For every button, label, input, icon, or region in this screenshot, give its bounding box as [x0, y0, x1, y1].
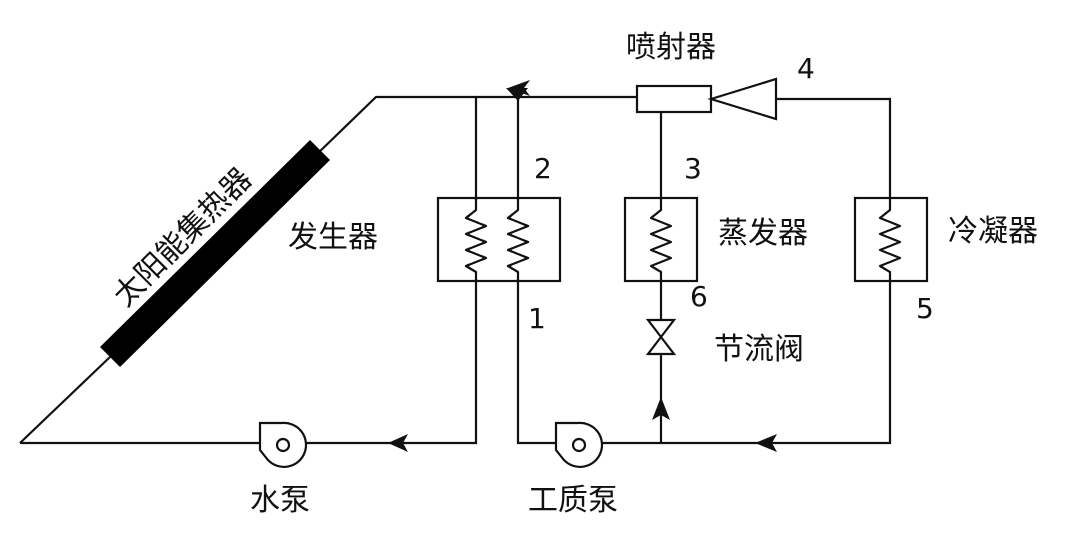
throttle-flow-arrow: [652, 397, 670, 420]
generator: 发生器: [288, 196, 562, 283]
generator-label: 发生器: [288, 220, 378, 255]
evaporator: 蒸发器: [623, 196, 808, 320]
collector-outlet-pipe: [19, 356, 111, 444]
throttle-valve-upper: [645, 318, 677, 339]
evaporator-coil: [649, 198, 673, 281]
working-fluid-pump: 工质泵: [528, 421, 618, 518]
throttle-valve: 节流阀: [645, 318, 804, 443]
water-pump-label: 水泵: [250, 483, 310, 518]
throttle-valve-label: 节流阀: [714, 332, 804, 367]
working-fluid-pump-label: 工质泵: [528, 483, 618, 518]
top-flow-arrow: [508, 80, 530, 96]
ejector: 喷射器: [626, 30, 778, 198]
evaporator-label: 蒸发器: [718, 216, 808, 251]
condenser-coil: [878, 198, 902, 281]
water-pump: 水泵: [250, 421, 310, 518]
solar-water-loop: 太阳能集热器: [19, 95, 478, 452]
state-point-6: 6: [690, 280, 708, 313]
state-point-3: 3: [684, 152, 702, 185]
ejector-body: [635, 84, 713, 114]
generator-box: [436, 196, 562, 283]
state-point-5: 5: [916, 292, 934, 325]
working-fluid-loop: [476, 80, 892, 452]
condensate-flow-arrow: [755, 434, 777, 452]
state-point-4: 4: [797, 52, 815, 85]
state-point-2: 2: [534, 152, 552, 185]
solar-collector-panel: [100, 140, 330, 367]
ejector-label: 喷射器: [626, 30, 716, 65]
condenser: 冷凝器: [853, 196, 1038, 283]
state-point-1: 1: [528, 302, 546, 335]
collector-upper-pipe: [314, 95, 478, 198]
water-return-pipe: [20, 281, 478, 445]
condenser-label: 冷凝器: [948, 214, 1038, 249]
throttle-valve-lower: [645, 335, 677, 356]
water-flow-arrow: [388, 434, 408, 452]
ejector-diffuser: [707, 77, 778, 121]
